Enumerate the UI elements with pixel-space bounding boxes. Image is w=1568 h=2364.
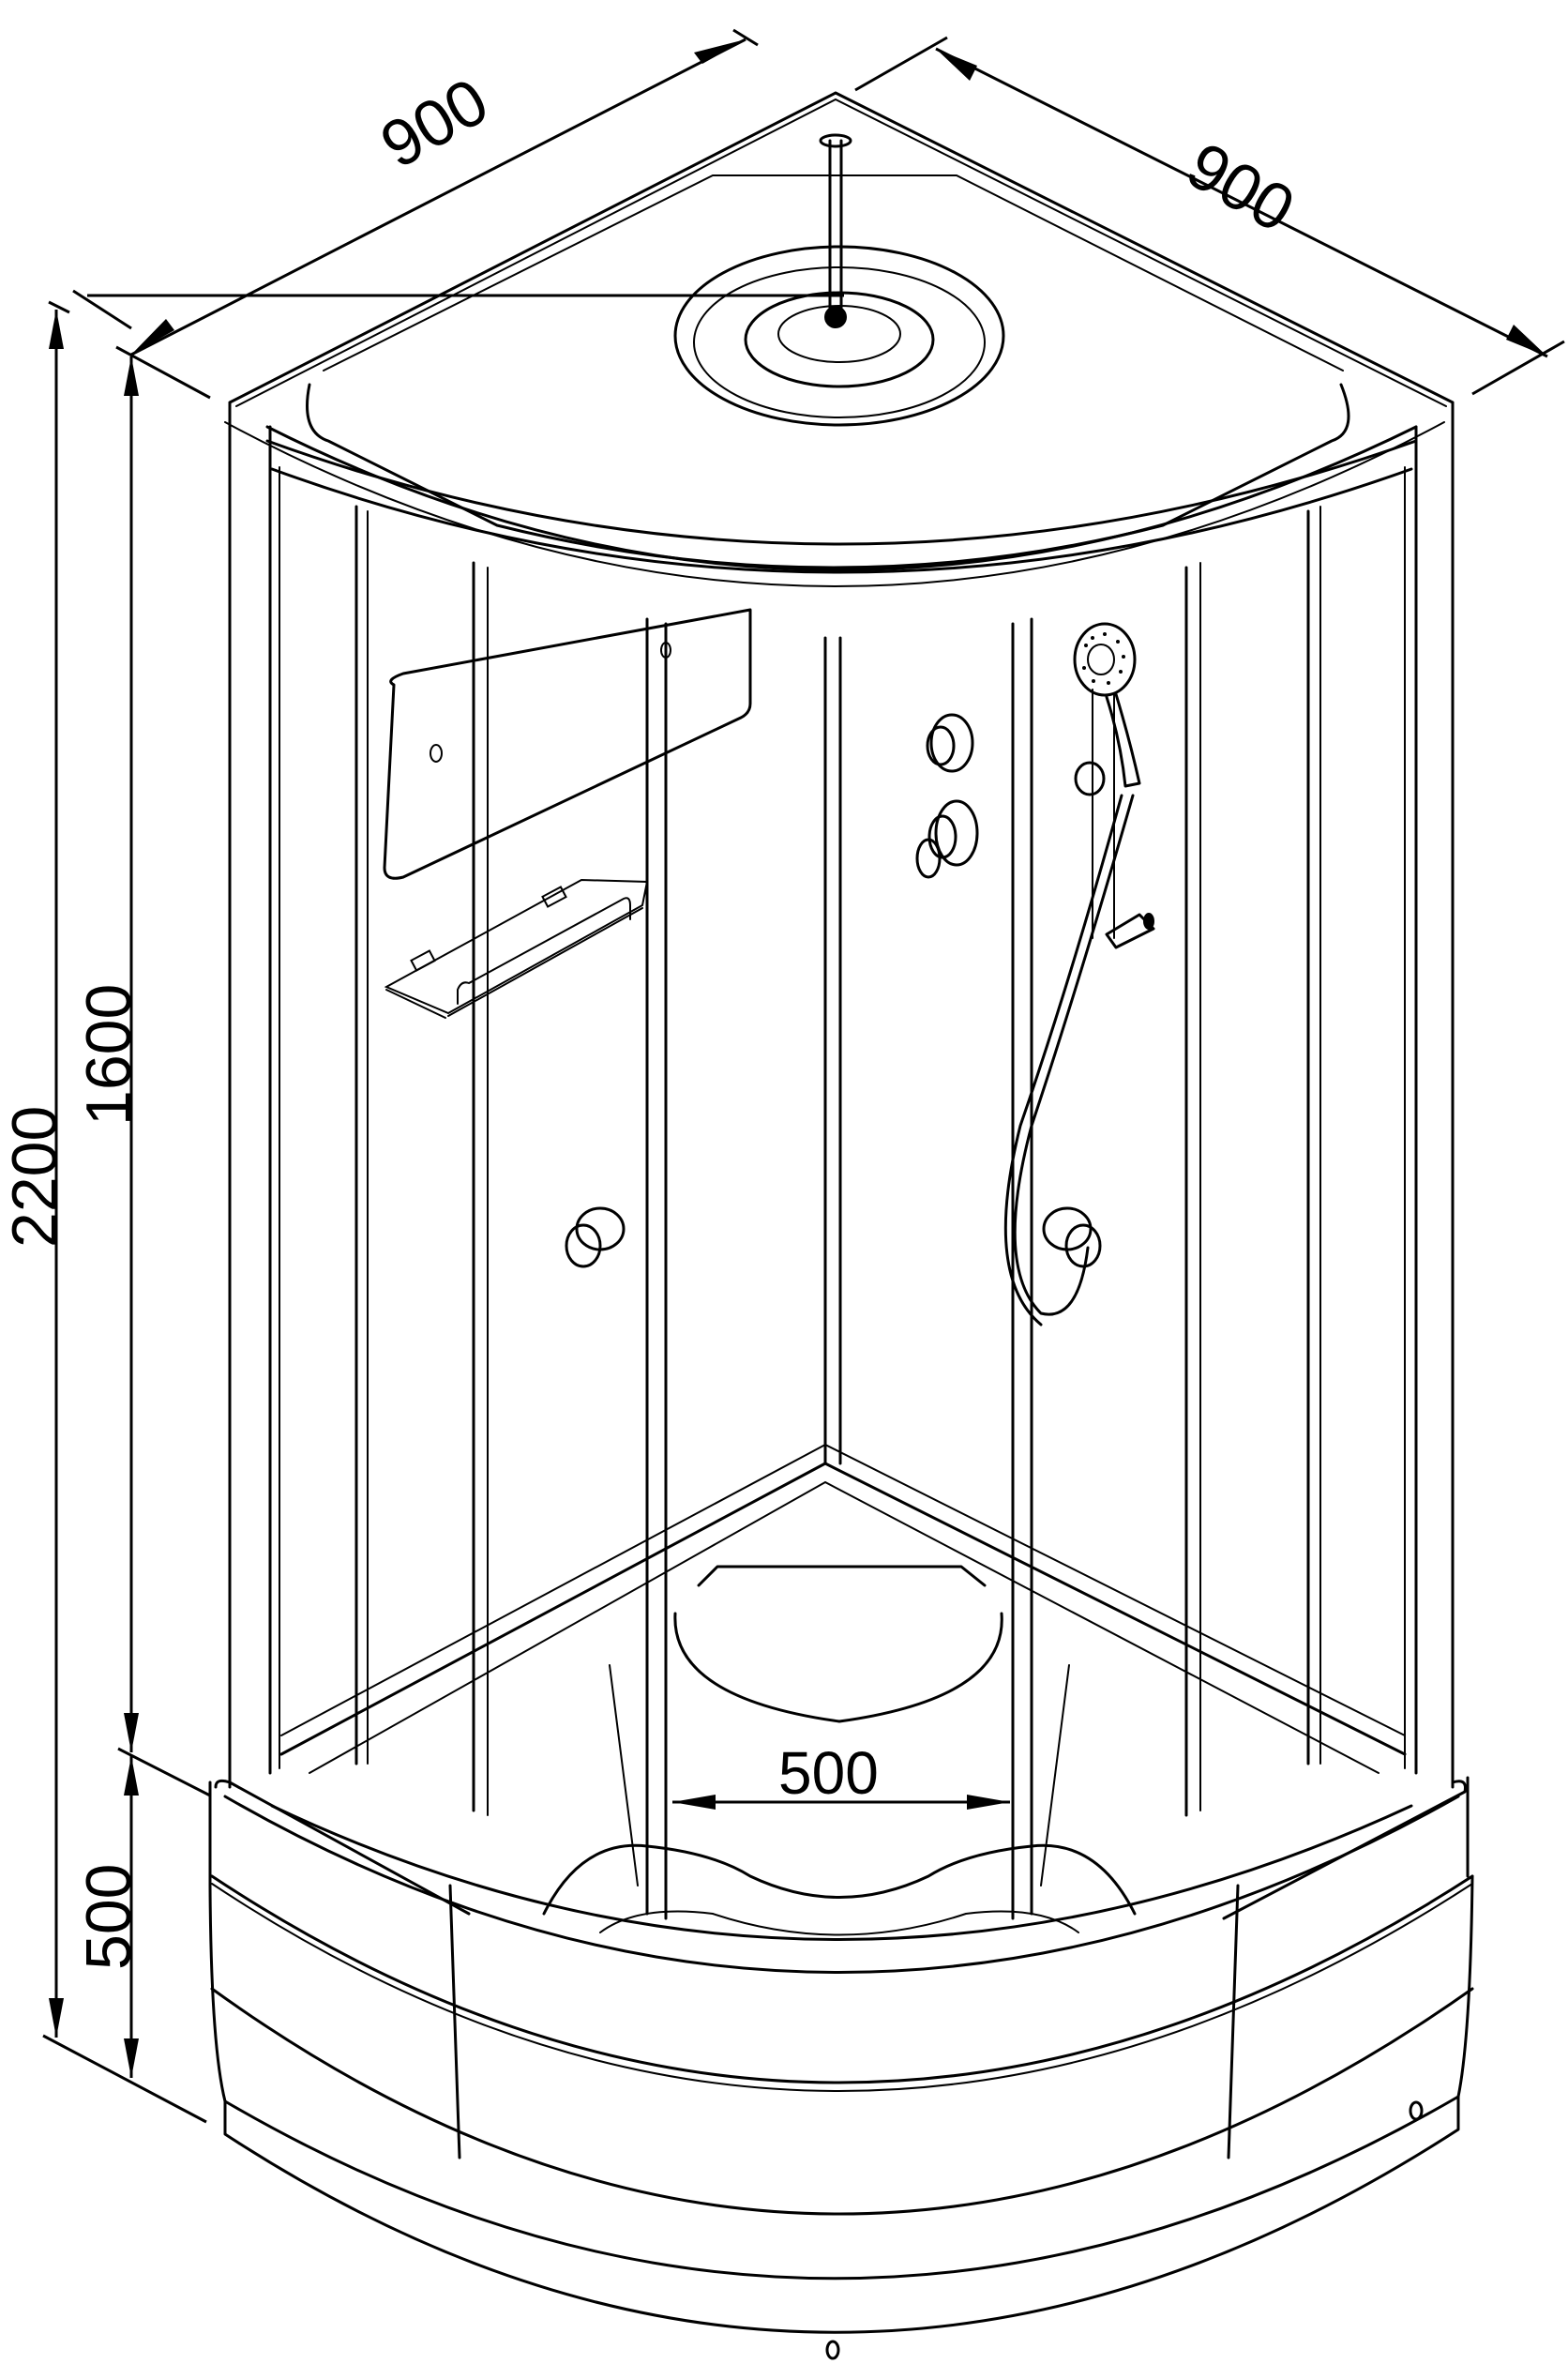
dimension-width-left (72, 28, 759, 400)
shower-tray-apron (208, 1776, 1474, 2360)
corner-seat (609, 1565, 1070, 1887)
label-cabin-height: 1600 (73, 983, 144, 1126)
hand-shower (1003, 622, 1155, 1326)
cabin-roof (224, 91, 1455, 587)
mirror (383, 608, 752, 880)
dimension-width-right (854, 36, 1565, 396)
label-tray-height: 500 (73, 1863, 144, 1970)
glass-shelf (384, 878, 649, 1019)
label-total-height: 2200 (0, 1105, 70, 1248)
shower-tray-floor (542, 1843, 1137, 1936)
door-handles (565, 1206, 1102, 1268)
dimension-heights (42, 294, 844, 2124)
dimension-door-opening (672, 1795, 1010, 1810)
cabin-frame (228, 402, 1455, 1920)
control-knobs (915, 713, 979, 879)
label-door-opening: 500 (778, 1739, 879, 1807)
